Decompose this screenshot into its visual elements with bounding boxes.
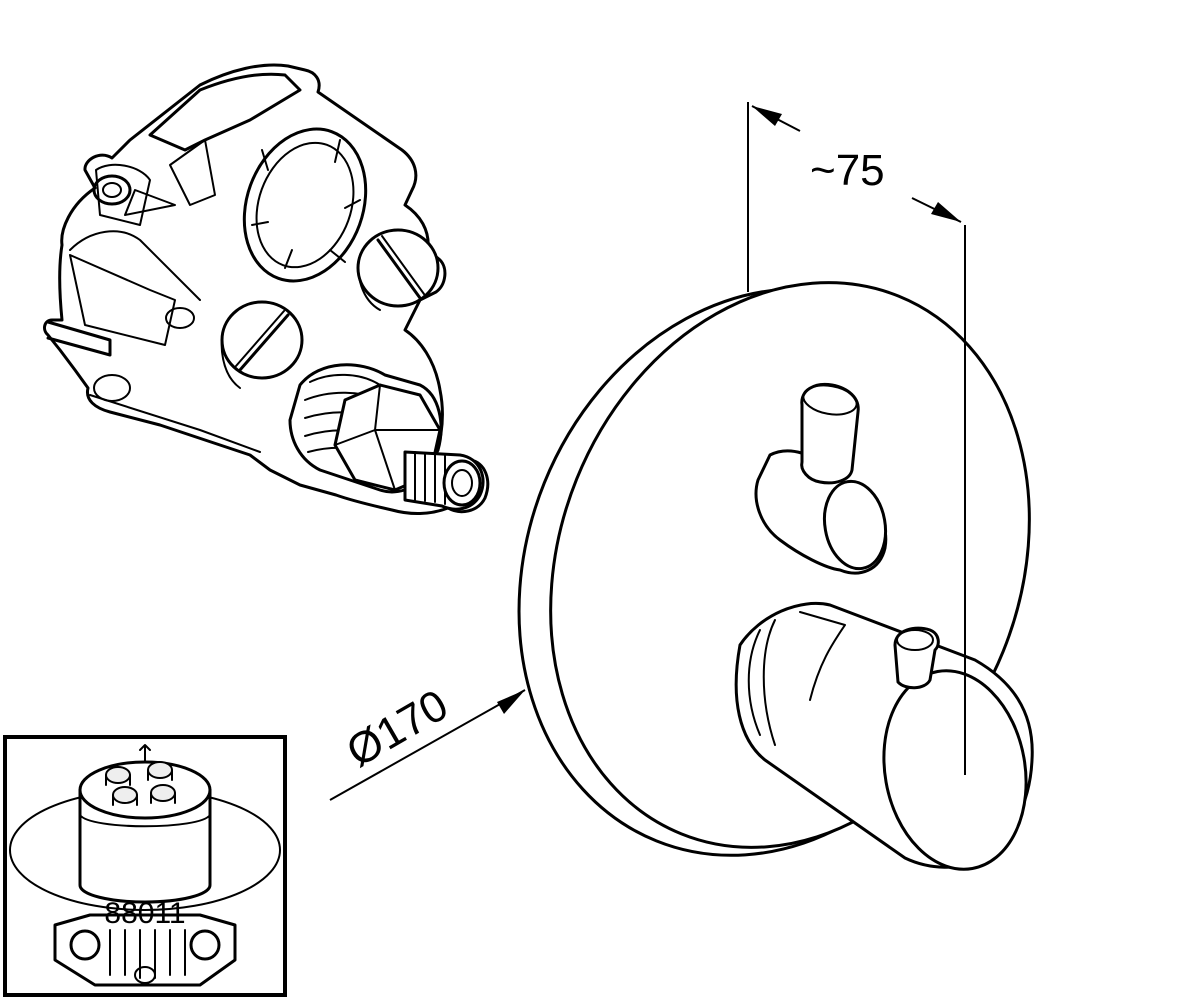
dimension-depth: ~75 — [747, 102, 966, 775]
trim-assembly — [517, 281, 1034, 871]
part-number-label: 88011 — [104, 897, 185, 930]
inset-box: 88011 — [3, 735, 287, 997]
dimension-diameter: Ø170 — [329, 680, 526, 801]
rough-in-valve-body — [43, 63, 490, 515]
depth-dimension-label: ~75 — [810, 146, 885, 195]
